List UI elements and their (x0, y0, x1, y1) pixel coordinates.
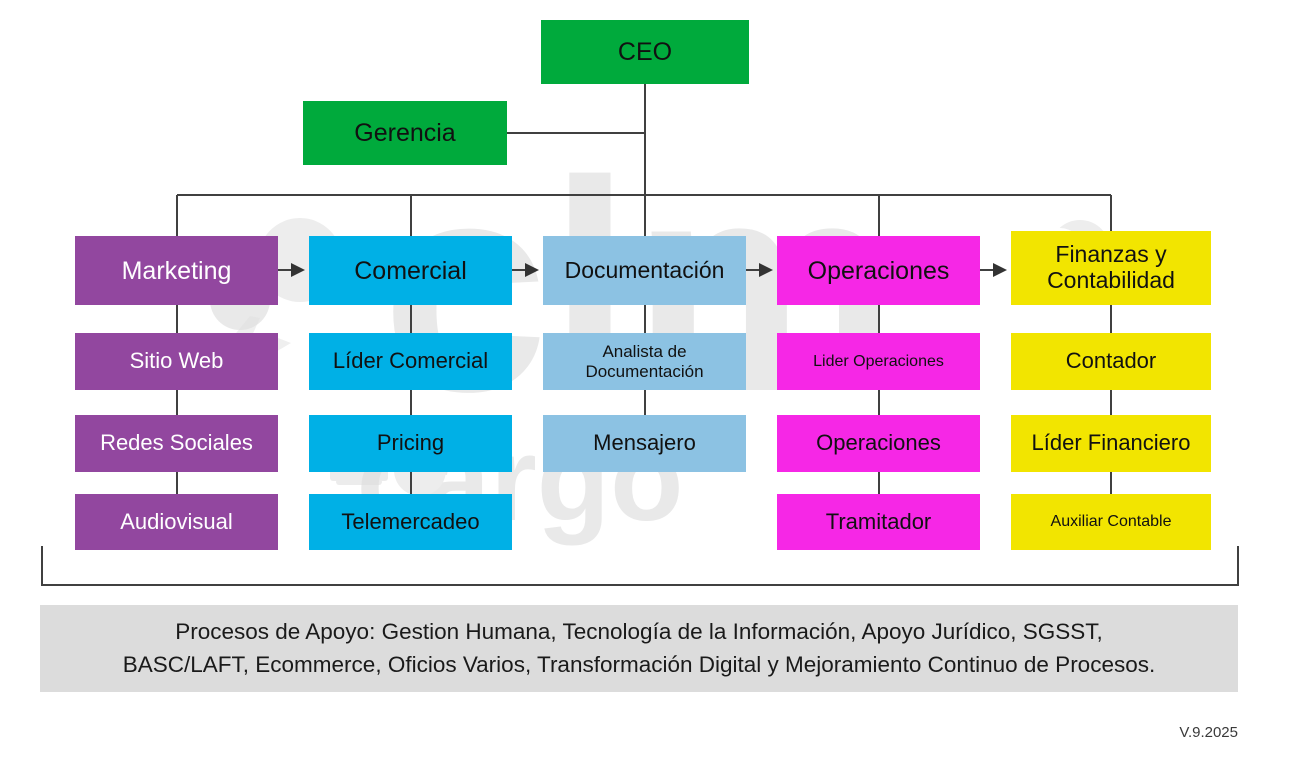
box-marketing-audiovisual[interactable]: Audiovisual (75, 494, 278, 550)
box-marketing-redes-sociales[interactable]: Redes Sociales (75, 415, 278, 472)
box-comercial-lider-label: Líder Comercial (332, 348, 489, 374)
box-ceo[interactable]: CEO (541, 20, 749, 84)
box-documentacion-head[interactable]: Documentación (543, 236, 746, 305)
box-comercial-head[interactable]: Comercial (309, 236, 512, 305)
box-marketing-sitio-web[interactable]: Sitio Web (75, 333, 278, 390)
box-finanzas-contador-label: Contador (1065, 348, 1157, 374)
box-finanzas-lider-financiero[interactable]: Líder Financiero (1011, 415, 1211, 472)
box-gerencia[interactable]: Gerencia (303, 101, 507, 165)
box-documentacion-head-label: Documentación (564, 256, 725, 283)
box-marketing-sitio-web-label: Sitio Web (129, 348, 224, 374)
box-finanzas-head[interactable]: Finanzas y Contabilidad (1011, 231, 1211, 305)
box-operaciones-tramitador[interactable]: Tramitador (777, 494, 980, 550)
box-operaciones-operaciones[interactable]: Operaciones (777, 415, 980, 472)
box-documentacion-mensajero[interactable]: Mensajero (543, 415, 746, 472)
box-finanzas-contador[interactable]: Contador (1011, 333, 1211, 390)
box-finanzas-auxiliar-contable-label: Auxiliar Contable (1050, 513, 1172, 531)
box-marketing-head[interactable]: Marketing (75, 236, 278, 305)
bracket-core-processes (41, 546, 1239, 586)
box-ceo-label: CEO (617, 38, 673, 66)
box-documentacion-mensajero-label: Mensajero (593, 430, 696, 456)
support-processes-line1: Procesos de Apoyo: Gestion Humana, Tecno… (175, 618, 1103, 644)
box-marketing-audiovisual-label: Audiovisual (120, 508, 233, 534)
box-comercial-telemercadeo-label: Telemercadeo (341, 508, 480, 534)
box-finanzas-head-label-line1: Finanzas y (1055, 241, 1167, 268)
box-comercial-pricing-label: Pricing (376, 430, 445, 456)
version-label: V.9.2025 (1179, 724, 1238, 741)
box-documentacion-analista-label-line1: Analista de (602, 342, 687, 362)
support-processes-banner: Procesos de Apoyo: Gestion Humana, Tecno… (40, 605, 1238, 692)
box-documentacion-analista[interactable]: Analista de Documentación (543, 333, 746, 390)
support-processes-text: Procesos de Apoyo: Gestion Humana, Tecno… (123, 616, 1155, 681)
box-documentacion-analista-label-line2: Documentación (585, 361, 704, 381)
box-finanzas-head-label-line2: Contabilidad (1047, 267, 1175, 293)
box-operaciones-lider[interactable]: Lider Operaciones (777, 333, 980, 390)
box-comercial-lider[interactable]: Líder Comercial (309, 333, 512, 390)
support-processes-line2: BASC/LAFT, Ecommerce, Oficios Varios, Tr… (122, 651, 1156, 677)
box-comercial-pricing[interactable]: Pricing (309, 415, 512, 472)
box-marketing-redes-sociales-label: Redes Sociales (100, 430, 253, 456)
box-comercial-head-label: Comercial (354, 256, 467, 285)
box-operaciones-tramitador-label: Tramitador (825, 508, 932, 534)
box-finanzas-auxiliar-contable[interactable]: Auxiliar Contable (1011, 494, 1211, 550)
box-operaciones-operaciones-label: Operaciones (816, 430, 941, 456)
box-finanzas-lider-financiero-label: Líder Financiero (1031, 430, 1191, 456)
box-operaciones-lider-label: Lider Operaciones (813, 352, 944, 370)
box-comercial-telemercadeo[interactable]: Telemercadeo (309, 494, 512, 550)
box-operaciones-head-label: Operaciones (807, 256, 950, 285)
box-operaciones-head[interactable]: Operaciones (777, 236, 980, 305)
box-marketing-head-label: Marketing (121, 256, 232, 285)
box-gerencia-label: Gerencia (354, 119, 456, 147)
